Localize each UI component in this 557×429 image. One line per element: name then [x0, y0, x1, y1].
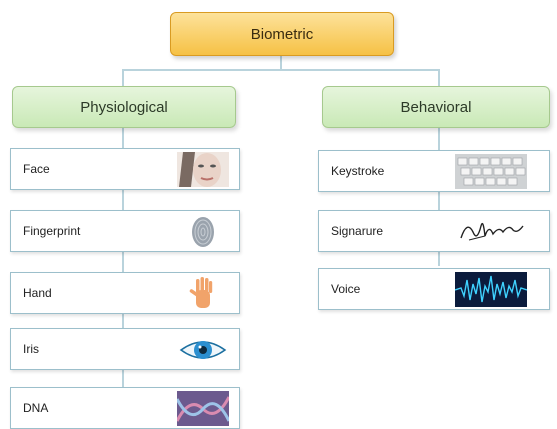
connector-right-down [438, 69, 440, 86]
leaf-label: Iris [23, 342, 39, 356]
connector-horizontal [122, 69, 440, 71]
iris-icon [177, 332, 229, 367]
connector-root-down [280, 54, 282, 70]
category-behavioral: Behavioral [322, 86, 550, 128]
leaf-label: DNA [23, 401, 49, 415]
leaf-fingerprint: Fingerprint [10, 210, 240, 252]
category-label: Behavioral [400, 98, 472, 116]
leaf-signature: Signarure [318, 210, 550, 252]
voice-waveform-icon [455, 272, 527, 307]
category-label: Physiological [80, 98, 168, 116]
signature-icon [455, 214, 527, 249]
face-icon [177, 152, 229, 187]
leaf-face: Face [10, 148, 240, 190]
dna-icon [177, 391, 229, 426]
leaf-label: Fingerprint [23, 224, 81, 238]
connector-physiological-trunk [122, 126, 124, 388]
connector-left-down [122, 69, 124, 86]
leaf-label: Hand [23, 286, 52, 300]
leaf-label: Face [23, 162, 50, 176]
root-label: Biometric [250, 25, 314, 43]
leaf-dna: DNA [10, 387, 240, 429]
category-physiological: Physiological [12, 86, 236, 128]
root-node-biometric: Biometric [170, 12, 394, 56]
hand-icon [177, 276, 229, 311]
leaf-hand: Hand [10, 272, 240, 314]
connector-behavioral-trunk [438, 126, 440, 266]
leaf-label: Voice [331, 282, 361, 296]
leaf-label: Signarure [331, 224, 384, 238]
leaf-keystroke: Keystroke [318, 150, 550, 192]
leaf-iris: Iris [10, 328, 240, 370]
leaf-voice: Voice [318, 268, 550, 310]
fingerprint-icon [177, 214, 229, 249]
keyboard-icon [455, 154, 527, 189]
leaf-label: Keystroke [331, 164, 385, 178]
